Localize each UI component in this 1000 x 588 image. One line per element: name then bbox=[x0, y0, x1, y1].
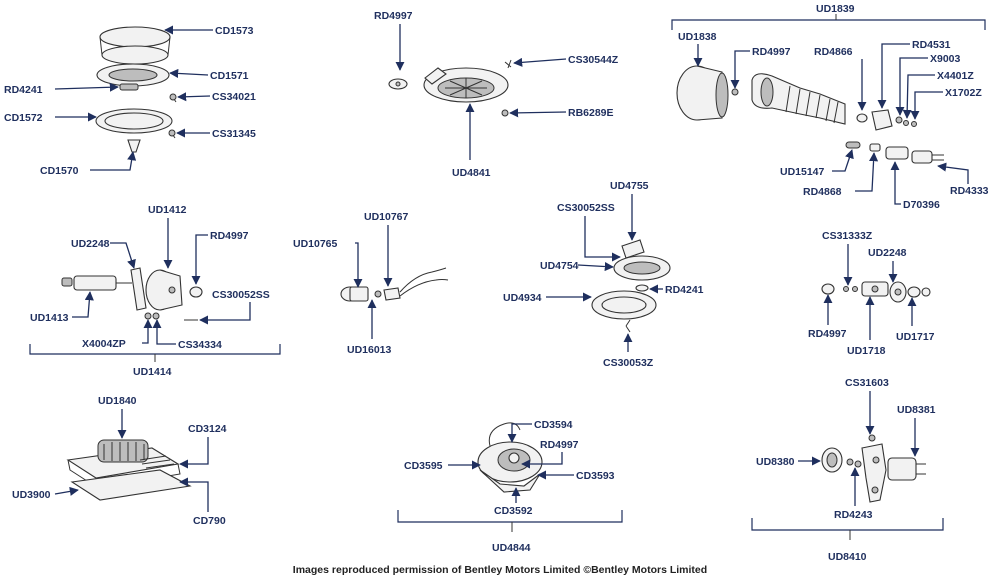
part-label: CD1571 bbox=[210, 70, 249, 82]
part-label: X4004ZP bbox=[82, 338, 126, 350]
bulb-holder-drawing bbox=[340, 267, 449, 302]
part-label: RD4997 bbox=[210, 230, 249, 242]
image-credit: Images reproduced permission of Bentley … bbox=[292, 564, 708, 576]
part-label: UD8380 bbox=[756, 456, 795, 468]
part-label: RD4241 bbox=[665, 284, 704, 296]
part-label: CS31345 bbox=[212, 128, 256, 140]
part-label: CS30052SS bbox=[557, 202, 615, 214]
part-label: CD3593 bbox=[576, 470, 615, 482]
part-label: CD790 bbox=[193, 515, 226, 527]
part-label: UD16013 bbox=[347, 344, 392, 356]
part-label: X1702Z bbox=[945, 87, 982, 99]
part-group-2: RD4997 CS30544Z RB6289E UD4841 bbox=[374, 10, 619, 179]
part-label: D70396 bbox=[903, 199, 940, 211]
round-lamp-drawing bbox=[388, 59, 512, 117]
part-label: CD3124 bbox=[188, 423, 227, 435]
part-label: UD4841 bbox=[452, 167, 491, 179]
part-label: UD10765 bbox=[293, 238, 338, 250]
part-group-3: UD1839 UD1838 RD4997 RD4866 RD4531 bbox=[671, 3, 989, 211]
part-label: UD4754 bbox=[540, 260, 579, 272]
part-label: X9003 bbox=[930, 53, 961, 65]
lamp-housing-drawing bbox=[477, 422, 543, 493]
part-label: RD4997 bbox=[808, 328, 847, 340]
part-label: UD8381 bbox=[897, 404, 936, 416]
part-label: UD3900 bbox=[12, 489, 51, 501]
part-label: RD4333 bbox=[950, 185, 989, 197]
part-label: RD4241 bbox=[4, 84, 43, 96]
part-label: RD4243 bbox=[834, 509, 873, 521]
part-label: UD4755 bbox=[610, 180, 649, 192]
part-label: UD1412 bbox=[148, 204, 187, 216]
part-label: UD8410 bbox=[828, 551, 867, 563]
part-label: UD2248 bbox=[71, 238, 110, 250]
part-label: CD3594 bbox=[534, 419, 573, 431]
rect-lamp-drawing bbox=[66, 439, 192, 501]
part-label: CS34334 bbox=[178, 339, 222, 351]
part-label: CD1573 bbox=[215, 25, 254, 37]
part-label: CD1572 bbox=[4, 112, 43, 124]
part-label: UD1840 bbox=[98, 395, 137, 407]
part-group-4: UD1414 UD1412 UD2248 RD4997 CS30052SS UD… bbox=[29, 204, 281, 378]
part-group-9: UD4844 CD3594 RD4997 CD3595 CD3593 CD359… bbox=[397, 419, 623, 554]
part-label: UD2248 bbox=[868, 247, 907, 259]
switch-parts-drawing bbox=[821, 281, 931, 303]
part-group-1: CD1573 CD1571 RD4241 CS34021 CD1572 CS31… bbox=[4, 25, 256, 177]
lamp-bracket-drawing bbox=[821, 434, 926, 503]
part-group-6: UD4755 CS30052SS UD4754 UD4934 RD4241 CS… bbox=[503, 180, 704, 369]
oval-lamp-drawing bbox=[591, 239, 671, 333]
part-label: RD4868 bbox=[803, 186, 842, 198]
part-label: RD4997 bbox=[752, 46, 791, 58]
part-label: RB6289E bbox=[568, 107, 614, 119]
part-label: CS30544Z bbox=[568, 54, 619, 66]
part-group-7: CS31333Z UD2248 RD4997 UD1718 UD1717 bbox=[808, 230, 935, 357]
part-label: X4401Z bbox=[937, 70, 974, 82]
part-label: RD4997 bbox=[540, 439, 579, 451]
lamp-bezel-drawing bbox=[95, 26, 177, 153]
part-label: UD1717 bbox=[896, 331, 935, 343]
part-label: UD1839 bbox=[816, 3, 855, 15]
part-label: CS30052SS bbox=[212, 289, 270, 301]
part-label: CS31333Z bbox=[822, 230, 873, 242]
part-group-5: UD10767 UD10765 UD16013 bbox=[293, 211, 449, 356]
part-group-8: UD1840 CD3124 UD3900 CD790 bbox=[12, 395, 227, 527]
part-group-10: UD8410 CS31603 UD8381 UD8380 RD4243 bbox=[751, 377, 944, 563]
part-label: CS31603 bbox=[845, 377, 889, 389]
part-label: RD4866 bbox=[814, 46, 853, 58]
part-label: CD1570 bbox=[40, 165, 79, 177]
part-label: UD1718 bbox=[847, 345, 886, 357]
part-label: UD4934 bbox=[503, 292, 542, 304]
part-label: RD4997 bbox=[374, 10, 413, 22]
part-label: CD3595 bbox=[404, 460, 443, 472]
part-label: UD10767 bbox=[364, 211, 409, 223]
part-label: RD4531 bbox=[912, 39, 951, 51]
part-label: UD15147 bbox=[780, 166, 825, 178]
part-label: CD3592 bbox=[494, 505, 533, 517]
part-label: UD1414 bbox=[133, 366, 172, 378]
part-label: CS30053Z bbox=[603, 357, 654, 369]
part-label: UD1413 bbox=[30, 312, 69, 324]
part-label: UD1838 bbox=[678, 31, 717, 43]
part-label: UD4844 bbox=[492, 542, 531, 554]
switch-assembly-drawing bbox=[61, 267, 203, 321]
part-label: CS34021 bbox=[212, 91, 256, 103]
lamp-assembly-drawing bbox=[676, 65, 944, 164]
